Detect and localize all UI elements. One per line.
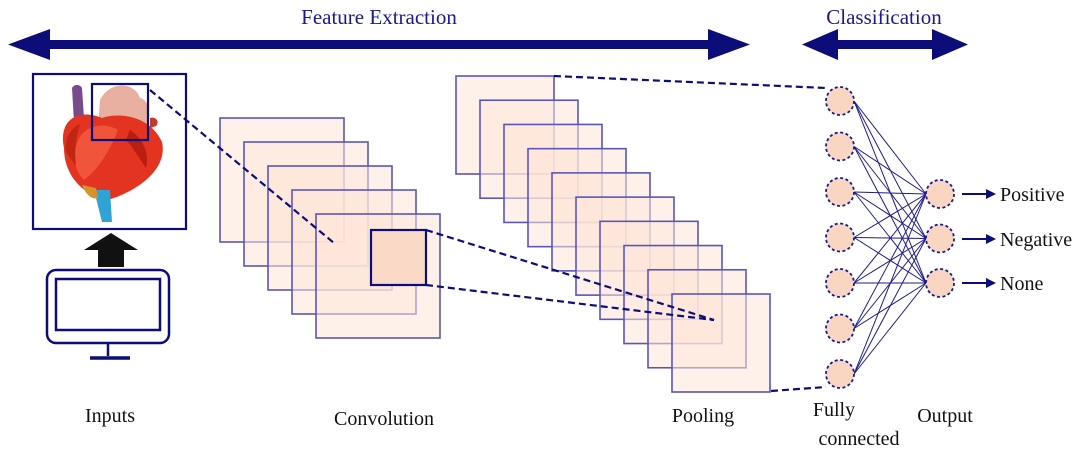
feature-extraction-arrow xyxy=(8,29,750,60)
stage-label-convolution: Convolution xyxy=(334,408,434,430)
output-neuron xyxy=(925,179,955,209)
stage-label-pooling: Pooling xyxy=(672,405,734,427)
network-connection xyxy=(853,193,927,329)
output-class-negative: Negative xyxy=(962,229,1072,251)
convolution-kernel xyxy=(369,228,428,287)
classification-arrow xyxy=(802,29,968,60)
hidden-neuron xyxy=(825,222,855,253)
output-label-none: None xyxy=(1000,273,1043,295)
network-neurons xyxy=(825,86,955,389)
network-connection xyxy=(853,191,927,195)
network-connection xyxy=(853,238,927,375)
output-class-none: None xyxy=(962,273,1043,295)
hidden-neuron xyxy=(825,313,855,344)
network-connection xyxy=(853,146,927,195)
output-class-positive: Positive xyxy=(962,184,1065,206)
input-image xyxy=(31,72,188,231)
network-connection xyxy=(853,100,927,195)
network-connection xyxy=(853,193,927,375)
output-label-positive: Positive xyxy=(1000,184,1065,206)
monitor-icon xyxy=(45,268,171,360)
network-connection xyxy=(853,193,927,284)
hidden-neuron xyxy=(825,359,855,389)
hidden-neuron xyxy=(825,177,855,207)
output-neuron xyxy=(925,223,955,254)
hidden-neuron xyxy=(825,131,855,162)
pooling-map xyxy=(671,293,771,393)
stage-label-output: Output xyxy=(917,405,973,427)
output-label-negative: Negative xyxy=(1000,229,1072,251)
network-connection xyxy=(853,193,927,238)
stage-label-inputs: Inputs xyxy=(85,405,135,427)
pooling-maps xyxy=(455,75,771,393)
hidden-neuron xyxy=(825,86,855,116)
output-neuron xyxy=(925,268,955,298)
network-connection xyxy=(853,282,927,375)
hidden-neuron xyxy=(825,268,855,298)
output-classes: Positive Negative None xyxy=(962,184,1072,295)
stage-label-fully-connected-2: connected xyxy=(818,428,899,450)
projection-lines xyxy=(149,74,827,393)
up-arrow-icon xyxy=(84,233,138,267)
feature-extraction-label: Feature Extraction xyxy=(301,5,457,29)
classification-label: Classification xyxy=(826,5,942,29)
convolution-maps xyxy=(219,117,441,339)
stage-label-fully-connected-1: Fully xyxy=(813,399,855,421)
network-connections xyxy=(853,100,927,375)
